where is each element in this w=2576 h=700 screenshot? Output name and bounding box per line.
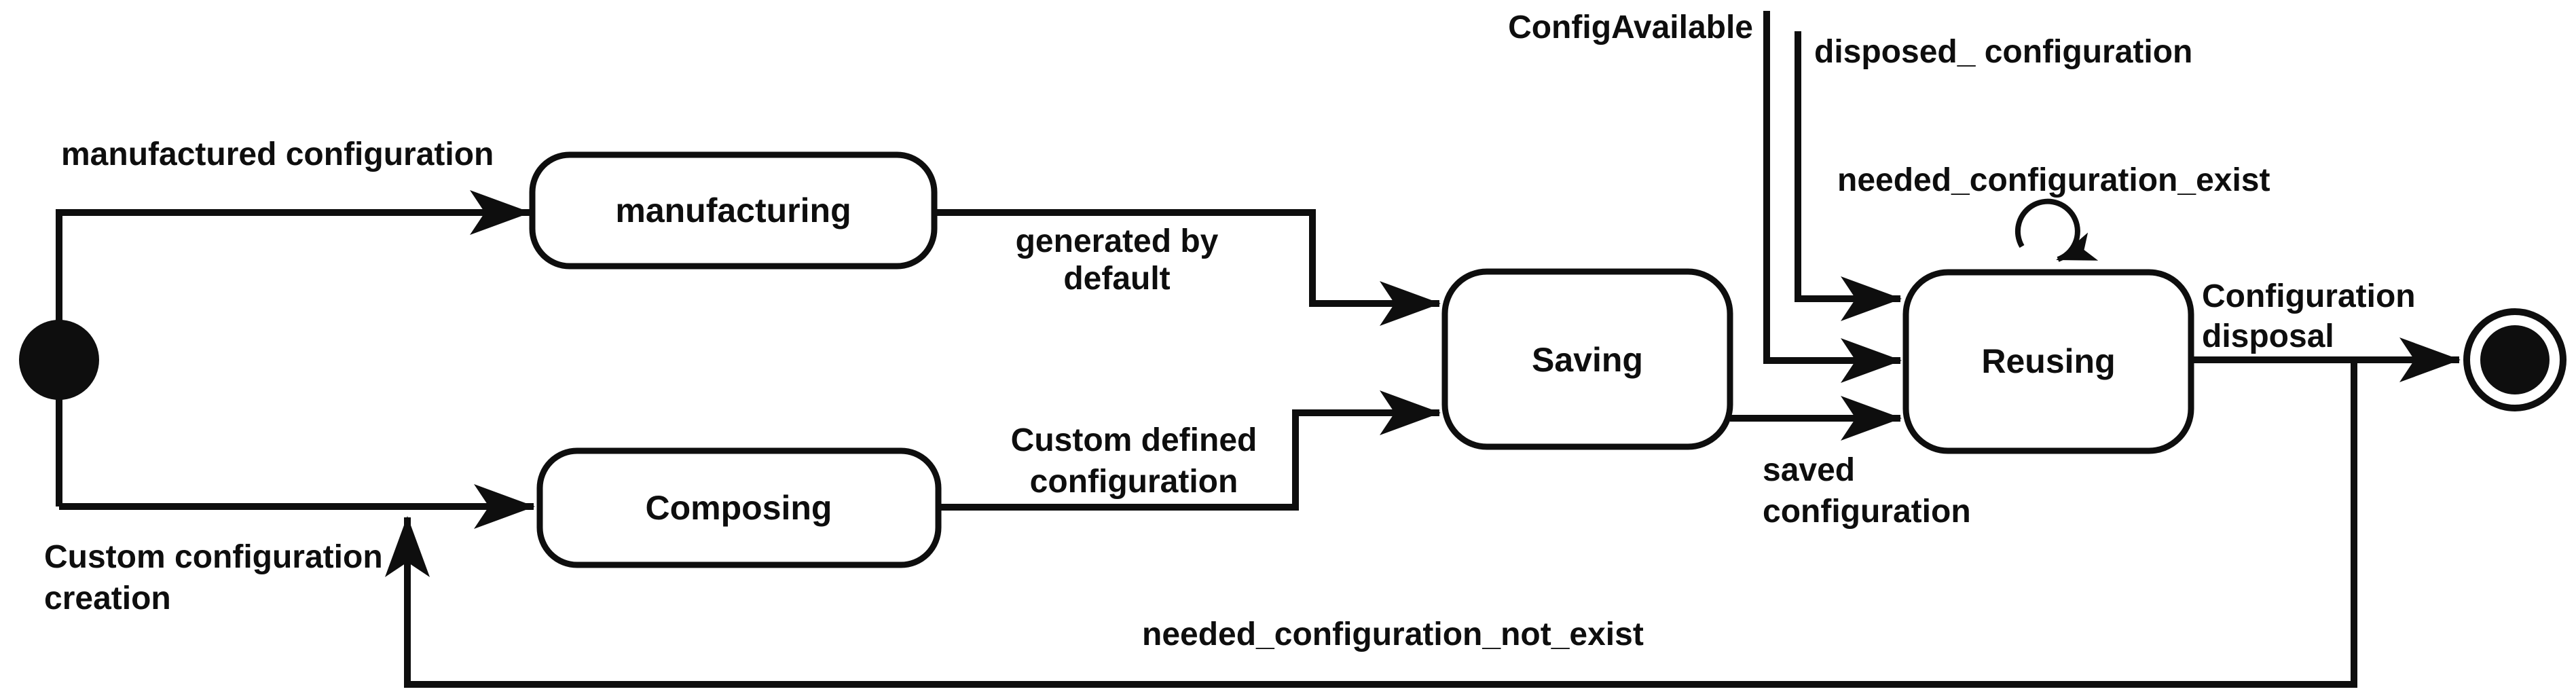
state-manufacturing: manufacturing (529, 151, 938, 270)
label-custom-creation-line2: creation (44, 581, 171, 616)
state-composing: Composing (536, 447, 942, 568)
label-needed-configuration-exist: needed_configuration_exist (1837, 162, 2270, 198)
state-saving-label: Saving (1532, 341, 1643, 379)
label-custom-defined-line1: Custom defined (1011, 422, 1257, 458)
label-configuration-disposal-line1: Configuration (2202, 278, 2416, 314)
label-configuration-disposal-line2: disposal (2202, 318, 2334, 354)
transition-disposed-to-reusing (1795, 31, 1902, 321)
initial-state-node (19, 320, 99, 400)
label-saved-line2: configuration (1763, 494, 1971, 530)
final-state-node (2463, 308, 2566, 411)
transition-initial-to-manufacturing (56, 190, 531, 506)
label-generated-by-line1: generated by (1016, 223, 1219, 259)
transition-reusing-to-composing-return (385, 360, 2357, 688)
label-custom-creation-line1: Custom configuration (44, 539, 383, 575)
transition-configavailable-to-reusing (1763, 11, 1902, 383)
label-config-available: ConfigAvailable (1508, 10, 1753, 45)
label-disposed-configuration: disposed_ configuration (1814, 34, 2192, 70)
label-needed-configuration-not-exist: needed_configuration_not_exist (1142, 616, 1644, 652)
state-reusing-label: Reusing (1981, 342, 2115, 380)
final-state-inner-dot (2480, 325, 2550, 394)
state-saving: Saving (1441, 268, 1733, 450)
state-reusing-box (1902, 269, 2194, 454)
transition-manufacturing-to-saving (934, 209, 1441, 326)
transition-reusing-self-loop (2014, 198, 2099, 262)
state-composing-box (536, 447, 942, 568)
state-manufacturing-label: manufacturing (615, 191, 851, 229)
state-reusing: Reusing (1902, 269, 2194, 454)
state-saving-box (1441, 268, 1733, 450)
state-composing-label: Composing (646, 489, 832, 527)
state-manufacturing-box (529, 151, 938, 270)
transition-composing-to-saving (938, 390, 1441, 511)
final-state-outer-ring (2463, 308, 2566, 411)
label-generated-by-line2: default (1063, 261, 1170, 297)
label-custom-defined-line2: configuration (1030, 464, 1238, 500)
label-manufactured-configuration: manufactured configuration (61, 136, 494, 172)
label-saved-line1: saved (1763, 452, 1855, 488)
